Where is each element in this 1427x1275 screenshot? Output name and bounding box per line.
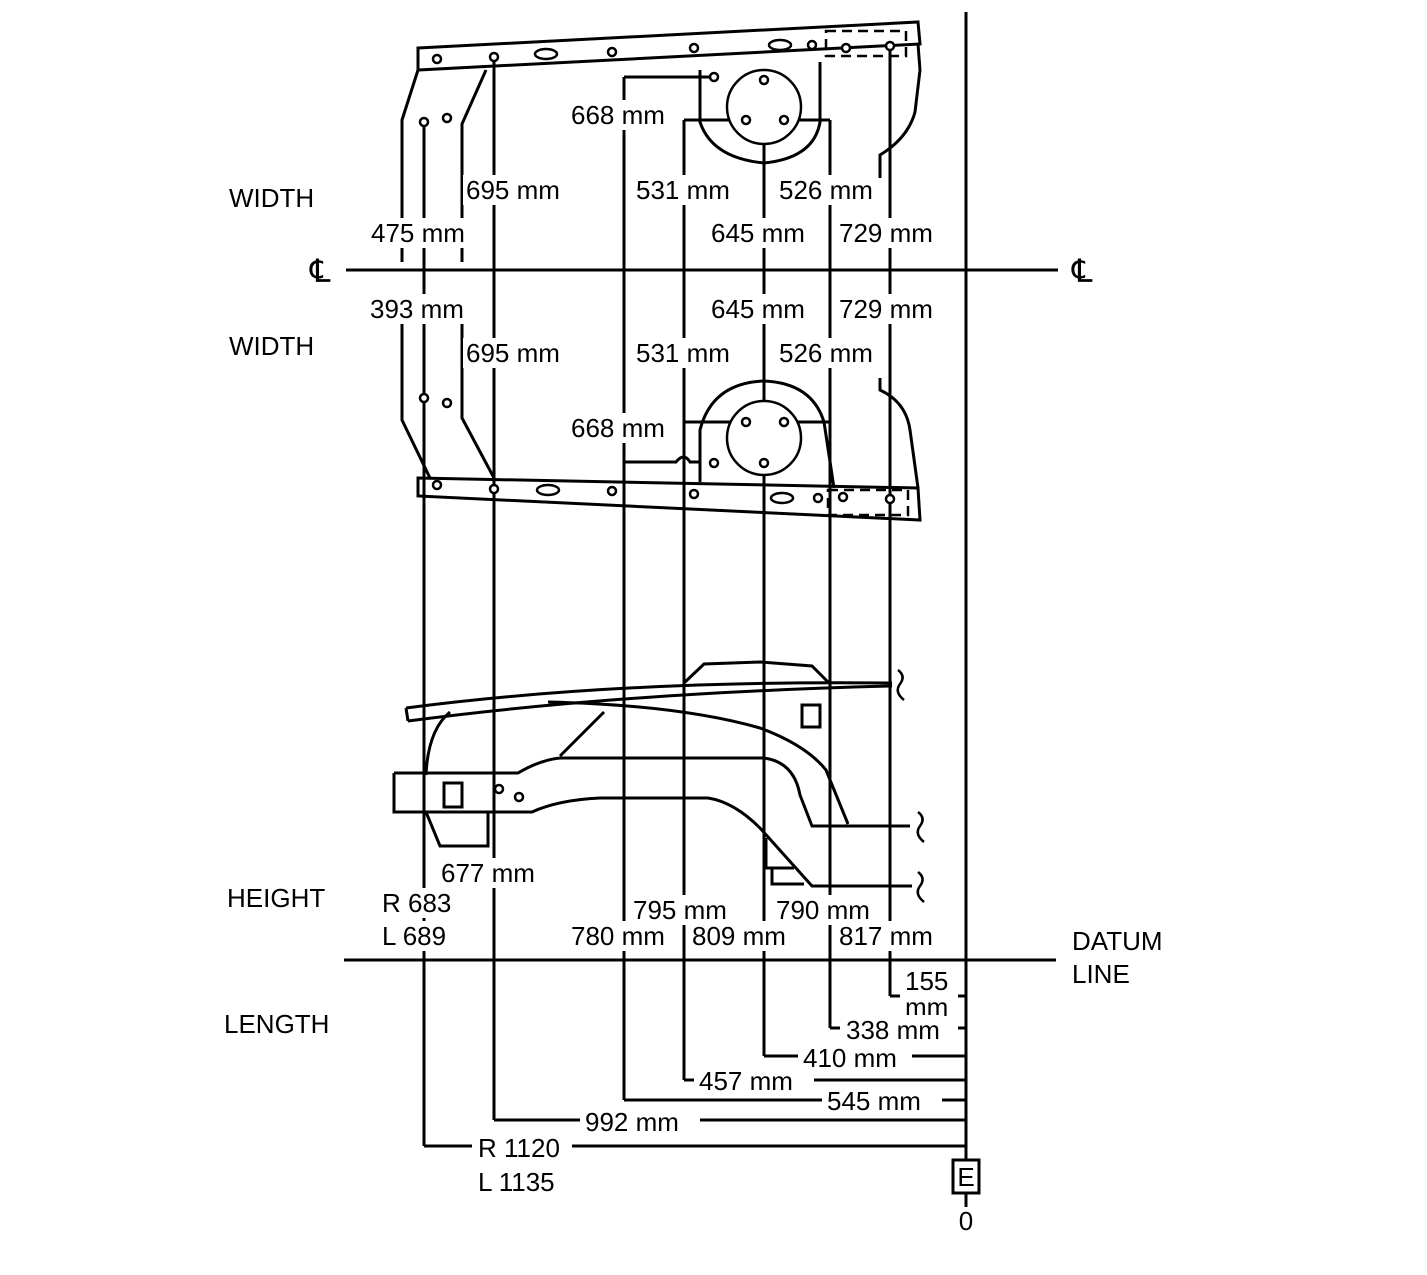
dim-695-lower: 695 mm: [466, 338, 560, 368]
label-knockout: [367, 294, 467, 324]
label-knockout: [689, 921, 789, 951]
label-knockout: [368, 218, 468, 248]
upper-frame-rail: [400, 20, 922, 262]
length-leader-lines: [424, 994, 981, 1195]
dim-l1135-length: L 1135: [478, 1167, 555, 1197]
dim-338-length: 338 mm: [846, 1015, 940, 1045]
label-knockout: [902, 966, 952, 996]
datum-label-line1: DATUM: [1072, 926, 1163, 956]
label-knockout: [836, 294, 936, 324]
dim-795-height: 795 mm: [633, 895, 727, 925]
dim-l689-height: L 689: [382, 921, 446, 951]
dim-410-length: 410 mm: [803, 1043, 897, 1073]
label-knockout: [226, 331, 318, 361]
height-labels: 677 mm R 683 L 689 795 mm 790 mm 780 mm …: [379, 858, 936, 951]
label-knockout: [836, 218, 936, 248]
dim-155-length-value: 155: [905, 966, 948, 996]
label-knockout: [824, 1086, 924, 1116]
label-knockout: [773, 895, 873, 925]
label-knockout: [708, 294, 808, 324]
label-knockout: [800, 1043, 900, 1073]
dim-545-length: 545 mm: [827, 1086, 921, 1116]
heading-width-top: WIDTH: [229, 183, 314, 213]
label-knockout: [836, 921, 936, 951]
dim-393-lower: 393 mm: [370, 294, 464, 324]
label-knockout: [776, 175, 876, 205]
label-knockout: [568, 921, 668, 951]
dim-526-upper: 526 mm: [779, 175, 873, 205]
label-knockout: [475, 1167, 558, 1197]
dim-695-upper: 695 mm: [466, 175, 560, 205]
heading-width-bottom: WIDTH: [229, 331, 314, 361]
label-knockout: [630, 895, 730, 925]
centerline-symbol-left: ℄: [309, 253, 331, 289]
label-knockout: [379, 921, 450, 951]
dim-457-length: 457 mm: [699, 1066, 793, 1096]
dim-817-height: 817 mm: [839, 921, 933, 951]
label-knockout: [438, 858, 538, 888]
label-knockout: [221, 1009, 333, 1039]
dim-729-upper: 729 mm: [839, 218, 933, 248]
label-knockout: [463, 175, 563, 205]
label-knockout: [708, 218, 808, 248]
centerline-symbol-right: ℄: [1071, 253, 1093, 289]
label-knockout: [582, 1107, 682, 1137]
dim-677-height: 677 mm: [441, 858, 535, 888]
label-knockout: [475, 1133, 563, 1163]
label-knockout: [379, 888, 455, 918]
width-upper-labels: 668 mm 695 mm 531 mm 526 mm 475 mm 645 m…: [368, 100, 936, 248]
datum-label-line2: LINE: [1072, 959, 1130, 989]
dim-809-height: 809 mm: [692, 921, 786, 951]
frame-side-view: [392, 660, 925, 903]
dim-780-height: 780 mm: [571, 921, 665, 951]
reference-lines: [344, 268, 1058, 962]
label-knockout: [224, 883, 329, 913]
label-knockout: [633, 175, 733, 205]
reference-symbols: ℄ ℄ DATUM LINE E 0: [309, 253, 1163, 1236]
dim-992-length: 992 mm: [585, 1107, 679, 1137]
label-knockout: [463, 338, 563, 368]
dim-668-upper: 668 mm: [571, 100, 665, 130]
dim-r1120-length: R 1120: [478, 1133, 560, 1163]
dim-645-upper: 645 mm: [711, 218, 805, 248]
dim-r683-height: R 683: [382, 888, 451, 918]
lower-frame-rail: [400, 310, 922, 522]
width-lower-labels: 393 mm 645 mm 729 mm 695 mm 531 mm 526 m…: [367, 294, 936, 443]
dim-668-lower: 668 mm: [571, 413, 665, 443]
heading-height: HEIGHT: [227, 883, 325, 913]
dim-790-height: 790 mm: [776, 895, 870, 925]
label-knockout: [226, 183, 318, 213]
dim-475-upper: 475 mm: [371, 218, 465, 248]
dim-526-lower: 526 mm: [779, 338, 873, 368]
dim-645-lower: 645 mm: [711, 294, 805, 324]
length-labels: 155 mm 338 mm 410 mm 457 mm 545 mm 992 m…: [475, 966, 952, 1197]
dim-729-lower: 729 mm: [839, 294, 933, 324]
label-knockout: [633, 338, 733, 368]
heading-length: LENGTH: [224, 1009, 329, 1039]
reference-box-letter: E: [957, 1162, 974, 1192]
label-knockout: [696, 1066, 796, 1096]
zero-reference: 0: [959, 1206, 973, 1236]
section-headings: WIDTH WIDTH HEIGHT LENGTH: [221, 183, 333, 1039]
dim-531-lower: 531 mm: [636, 338, 730, 368]
label-knockout: [843, 1015, 943, 1045]
label-knockout: [568, 413, 668, 443]
dim-531-upper: 531 mm: [636, 175, 730, 205]
label-knockout: [776, 338, 876, 368]
label-knockout: [568, 100, 668, 130]
